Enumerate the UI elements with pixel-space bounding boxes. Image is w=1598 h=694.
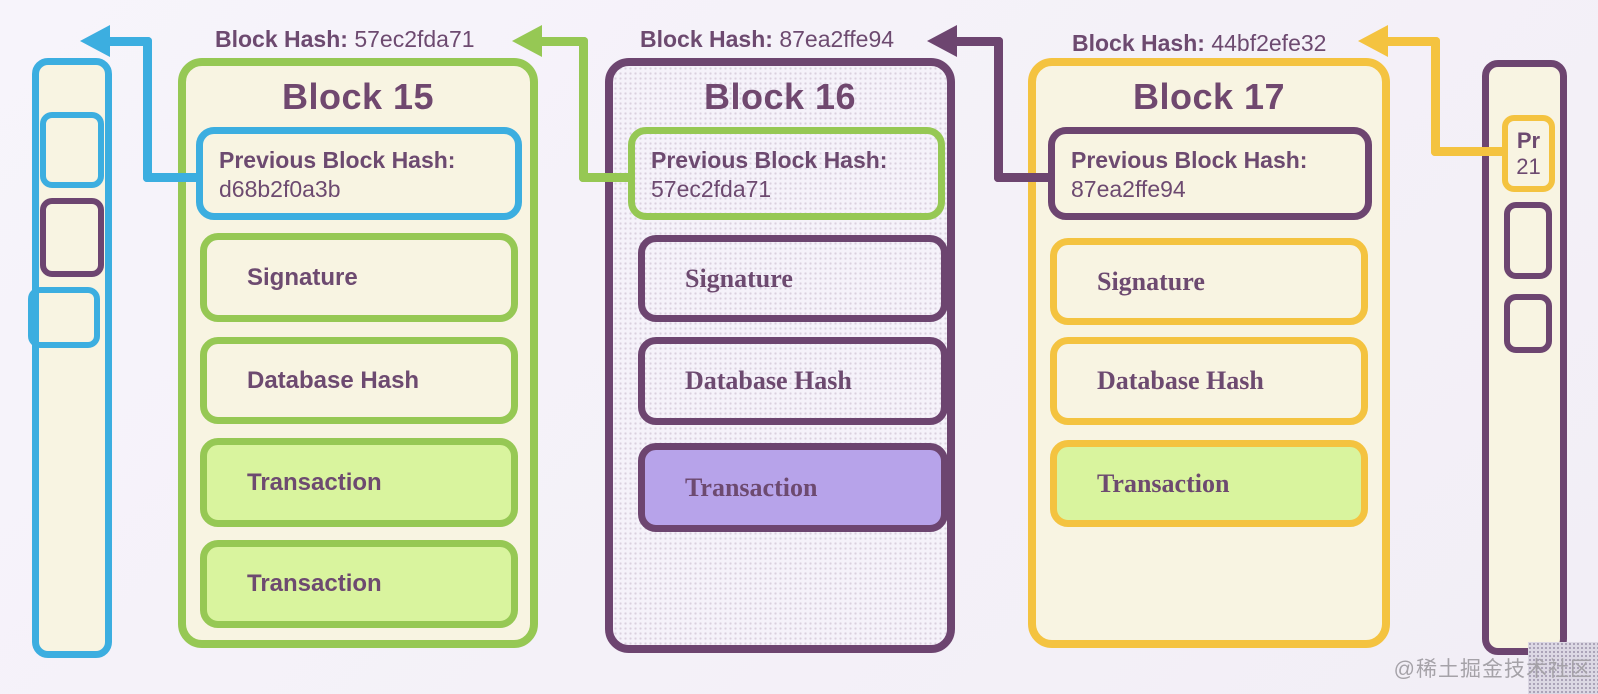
- clipped-field-box: [40, 198, 104, 277]
- block-hash-label-15: Block Hash: 57ec2fda71: [215, 26, 475, 53]
- field-box-database-hash: Database Hash: [1050, 337, 1368, 425]
- field-box-database-hash: Database Hash: [200, 337, 518, 424]
- block-14-partial: [28, 58, 112, 658]
- arrow-line: [1384, 37, 1440, 46]
- arrow-line: [538, 37, 588, 46]
- field-label: Transaction: [247, 570, 382, 597]
- block-16: Block 16 Previous Block Hash: 57ec2fda71…: [605, 58, 955, 653]
- field-label: Signature: [1097, 266, 1205, 296]
- field-box-transaction: Transaction: [200, 540, 518, 628]
- field-label: Transaction: [247, 468, 382, 496]
- block-17: Block 17 Previous Block Hash: 87ea2ffe94…: [1028, 58, 1390, 648]
- block-hash-label-17: Block Hash: 44bf2efe32: [1072, 30, 1326, 57]
- block-18-partial: Pr 21: [1482, 60, 1567, 655]
- arrowhead-left-icon: [80, 25, 110, 57]
- field-box-transaction: Transaction: [200, 438, 518, 527]
- field-box-signature: Signature: [1050, 238, 1368, 325]
- block-title: Block 17: [1132, 76, 1286, 117]
- previous-hash-value: d68b2f0a3b: [219, 176, 341, 202]
- arrow-line: [143, 37, 152, 182]
- previous-hash-box-clipped: Pr 21: [1502, 115, 1555, 192]
- previous-hash-value: 57ec2fda71: [651, 176, 772, 202]
- arrow-line: [579, 37, 588, 182]
- field-box-transaction: Transaction: [1050, 440, 1368, 527]
- previous-hash-label: Previous Block Hash:: [651, 147, 888, 173]
- clipped-field-box: [1504, 294, 1552, 353]
- previous-hash-label: Previous Block Hash:: [219, 147, 456, 173]
- arrow-line: [1431, 37, 1440, 156]
- arrowhead-left-icon: [1358, 25, 1388, 57]
- block-hash-value: 87ea2ffe94: [779, 26, 895, 52]
- block-title: Block 15: [281, 76, 435, 117]
- field-label: Database Hash: [1097, 366, 1264, 395]
- field-label: Transaction: [1097, 468, 1230, 498]
- previous-hash-value: 87ea2ffe94: [1071, 176, 1186, 202]
- previous-hash-box: Previous Block Hash: 57ec2fda71: [628, 127, 945, 220]
- arrow-line: [579, 173, 634, 182]
- watermark-text: @稀土掘金技术社区: [1393, 658, 1592, 681]
- field-box-transaction: Transaction: [638, 443, 948, 532]
- previous-hash-value-clipped: 21: [1516, 153, 1541, 179]
- arrowhead-left-icon: [512, 25, 542, 57]
- arrow-line: [143, 173, 200, 182]
- block-hash-value: 57ec2fda71: [354, 26, 475, 52]
- block-15: Block 15 Previous Block Hash: d68b2f0a3b…: [178, 58, 538, 648]
- field-label: Database Hash: [685, 366, 852, 395]
- previous-hash-label-clipped: Pr: [1516, 127, 1541, 153]
- block-hash-label-16: Block Hash: 87ea2ffe94: [640, 26, 894, 53]
- field-box-signature: Signature: [200, 233, 518, 322]
- previous-hash-box: Previous Block Hash: 87ea2ffe94: [1048, 127, 1372, 220]
- block-hash-caption: Block Hash:: [215, 26, 348, 52]
- block-hash-caption: Block Hash:: [640, 26, 773, 52]
- arrow-line: [1431, 147, 1506, 156]
- block-hash-caption: Block Hash:: [1072, 30, 1205, 56]
- field-box-database-hash: Database Hash: [638, 337, 948, 425]
- watermark-texture: [1528, 642, 1598, 694]
- previous-hash-box: Previous Block Hash: d68b2f0a3b: [196, 127, 522, 220]
- previous-hash-label: Previous Block Hash:: [1071, 147, 1308, 173]
- clipped-field-box: [40, 112, 104, 188]
- arrow-line: [994, 37, 1003, 182]
- field-label: Signature: [247, 263, 358, 291]
- arrow-line: [994, 173, 1054, 182]
- block-hash-value: 44bf2efe32: [1211, 30, 1327, 56]
- field-label: Signature: [685, 263, 793, 293]
- field-label: Transaction: [685, 472, 818, 502]
- clipped-field-box: [28, 287, 100, 348]
- field-box-signature: Signature: [638, 235, 948, 322]
- arrow-line: [106, 37, 152, 46]
- clipped-field-box: [1504, 202, 1552, 279]
- field-label: Database Hash: [247, 366, 420, 394]
- block-title: Block 16: [703, 76, 857, 117]
- arrow-line: [951, 37, 1003, 46]
